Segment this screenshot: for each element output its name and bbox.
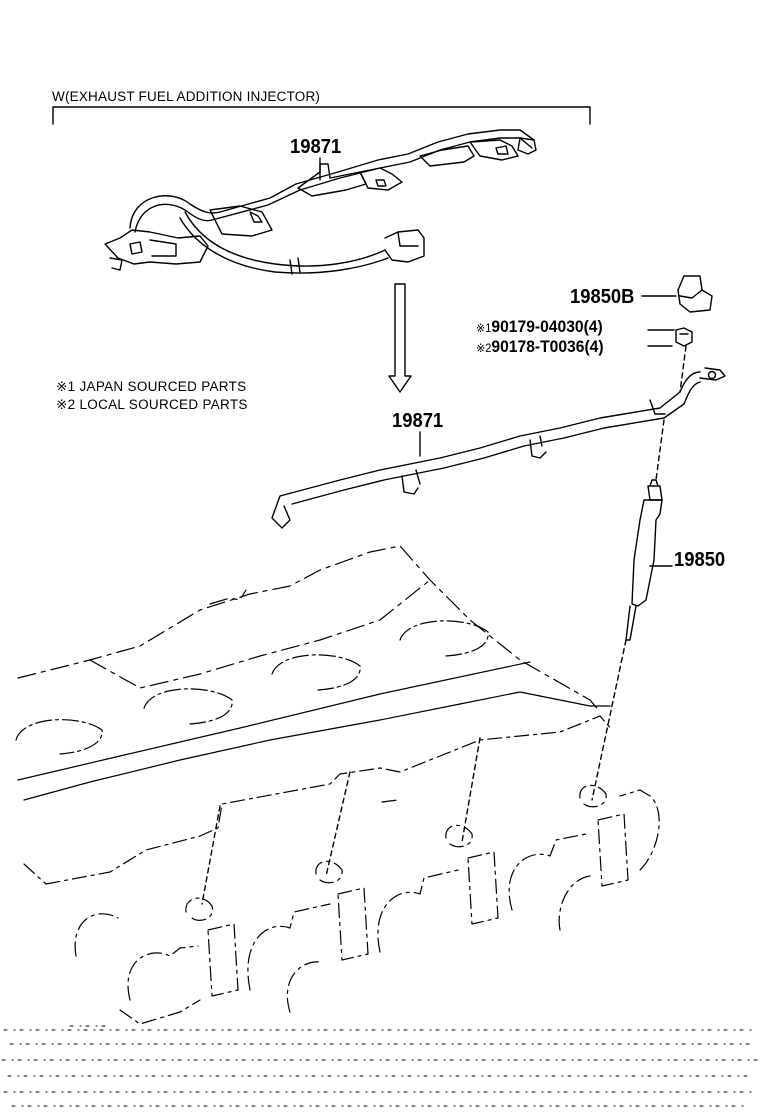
manifold-gasket [23,715,660,1025]
part-number-glow-plug[interactable]: 19850 [674,549,726,571]
glow-plug-wire [271,367,726,529]
glow-plug-19850 [625,479,663,641]
nut-ref-2-number: 90178-T0036(4) [491,337,604,356]
leader-lines [319,157,677,567]
part-number-wire-lower[interactable]: 19871 [392,410,444,432]
wire-harness-upper [104,129,537,275]
arrow-down-icon [388,283,412,393]
scan-noise [1,1025,759,1107]
part-number-harness-upper[interactable]: 19871 [290,136,342,158]
alignment-lines [201,345,687,905]
note-local-sourced: ※2 LOCAL SOURCED PARTS [56,397,248,412]
cylinder-head [15,545,611,801]
nut-ref-1[interactable]: ※190179-04030(4) [476,318,603,335]
nut-ref-2-mark: ※2 [476,341,492,355]
nut-ref-1-number: 90179-04030(4) [491,317,603,336]
nut [675,327,693,347]
note-japan-sourced: ※1 JAPAN SOURCED PARTS [56,379,247,394]
variant-label: W(EXHAUST FUEL ADDITION INJECTOR) [52,89,321,104]
part-number-connector[interactable]: 19850B [570,286,635,308]
nut-ref-2[interactable]: ※290178-T0036(4) [476,338,604,355]
connector-19850b [677,275,713,313]
variant-bracket [52,106,591,125]
nut-ref-1-mark: ※1 [476,321,492,335]
